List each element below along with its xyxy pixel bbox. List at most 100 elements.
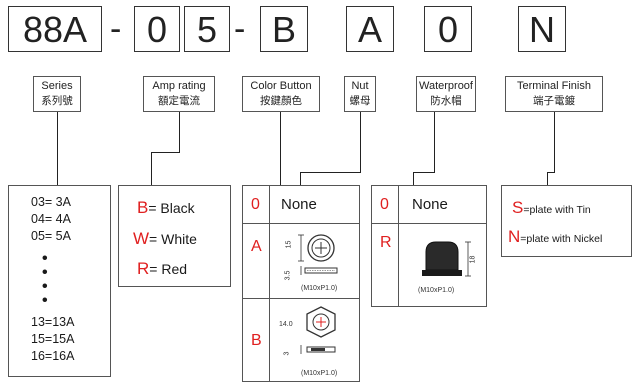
connector-line: [554, 112, 555, 172]
nut-b-dim-thickness: 3: [283, 351, 291, 356]
nut-panel: 0 None A 15 3.5 (M10xP1.0) B 14.0: [242, 185, 360, 382]
color-header-cn: 按鍵顏色: [260, 95, 302, 107]
series-header: Series 系列號: [33, 76, 81, 112]
connector-line: [300, 172, 301, 185]
code-amp1-box: 0: [134, 6, 180, 52]
color-option-panel: B= Black W= White R= Red: [118, 185, 231, 287]
code-terminal-box: N: [518, 6, 566, 52]
color-label: = White: [149, 231, 197, 247]
code-dash: -: [234, 10, 246, 48]
nut-code-0: 0: [251, 196, 260, 213]
amp-header: Amp rating 額定電流: [143, 76, 215, 112]
color-label: = Red: [149, 261, 188, 277]
connector-line: [57, 112, 58, 140]
nut-code-b: B: [251, 332, 262, 349]
ellipsis-dot: •: [42, 250, 48, 267]
waterproof-header: Waterproof 防水帽: [416, 76, 476, 112]
connector-line: [547, 172, 555, 173]
connector-line: [151, 152, 180, 153]
connector-line: [151, 152, 152, 185]
terminal-option-tin: S=plate with Tin: [512, 198, 591, 218]
connector-line: [547, 172, 548, 185]
nut-none-label: None: [281, 196, 317, 213]
series-item: 16=16A: [31, 349, 75, 363]
series-item: 15=15A: [31, 332, 75, 346]
connector-line: [179, 112, 180, 152]
nut-b-dim-width: 14.0: [279, 321, 293, 328]
waterproof-header-cn: 防水帽: [430, 95, 462, 107]
series-item: 04= 4A: [31, 212, 71, 226]
terminal-header-en: Terminal Finish: [517, 80, 591, 92]
nut-b-drawing: [271, 300, 359, 379]
nut-header-en: Nut: [351, 80, 369, 92]
nut-b-caption: (M10xP1.0): [301, 370, 338, 377]
waterproof-cap-icon: [422, 241, 471, 277]
nut-a-dim-height: 15: [285, 240, 293, 249]
waterproof-caption: (M10xP1.0): [418, 287, 455, 294]
ellipsis-dot: •: [42, 292, 48, 309]
series-list-bottom: 13=13A 15=15A 16=16A: [31, 314, 74, 365]
waterproof-header-en: Waterproof: [418, 80, 473, 92]
connector-line: [413, 172, 435, 173]
code-dash: -: [110, 10, 122, 48]
connector-line: [300, 172, 361, 173]
code-waterproof-box: 0: [424, 6, 472, 52]
color-header: Color Button 按鍵顏色: [242, 76, 320, 112]
color-label: = Black: [148, 200, 195, 216]
color-code: R: [137, 259, 150, 278]
code-nut-box: A: [346, 6, 394, 52]
series-list-top: 03= 3A 04= 4A 05= 5A: [31, 194, 71, 245]
color-code: B: [137, 198, 149, 217]
color-code: W: [133, 229, 150, 248]
connector-line: [434, 112, 435, 172]
nut-b-icon: [300, 306, 336, 354]
nut-header: Nut 螺母: [344, 76, 376, 112]
connector-line: [57, 140, 58, 185]
code-amp2-box: 5: [184, 6, 230, 52]
color-header-en: Color Button: [250, 80, 312, 92]
series-item: 13=13A: [31, 315, 75, 329]
ellipsis-dot: •: [42, 278, 48, 295]
nut-a-caption: (M10xP1.0): [301, 285, 338, 292]
waterproof-dim-height: 18: [469, 255, 477, 264]
waterproof-cap-drawing: [412, 236, 482, 291]
series-item: 05= 5A: [31, 229, 71, 243]
waterproof-divider: [398, 186, 399, 306]
series-panel: 03= 3A 04= 4A 05= 5A • • • • 13=13A 15=1…: [8, 185, 111, 377]
code-series-box: 88A: [8, 6, 102, 52]
nut-a-icon: [298, 234, 338, 275]
series-header-en: Series: [41, 80, 73, 92]
connector-line: [280, 112, 281, 185]
terminal-header: Terminal Finish 端子電鍍: [505, 76, 603, 112]
color-option-white: W= White: [133, 229, 197, 249]
waterproof-code-0: 0: [380, 196, 389, 213]
terminal-code: S: [512, 198, 524, 217]
series-header-cn: 系列號: [41, 95, 73, 107]
nut-divider: [243, 298, 359, 299]
series-item: 03= 3A: [31, 195, 71, 209]
code-color-box: B: [260, 6, 308, 52]
nut-divider: [243, 223, 359, 224]
ellipsis-dot: •: [42, 264, 48, 281]
connector-line: [360, 112, 361, 172]
waterproof-none-label: None: [412, 196, 448, 213]
waterproof-code-r: R: [380, 234, 392, 251]
amp-header-en: Amp rating: [152, 80, 206, 92]
terminal-panel: S=plate with Tin N=plate with Nickel: [501, 185, 632, 257]
series-ellipsis: • • • •: [42, 250, 48, 309]
nut-header-cn: 螺母: [349, 95, 371, 107]
terminal-label: =plate with Nickel: [520, 233, 603, 245]
nut-a-dim-thickness: 3.5: [284, 270, 292, 281]
terminal-code: N: [508, 227, 521, 246]
connector-line: [413, 172, 414, 185]
terminal-option-nickel: N=plate with Nickel: [508, 227, 602, 247]
terminal-header-cn: 端子電鍍: [533, 95, 575, 107]
color-option-black: B= Black: [137, 198, 195, 218]
nut-a-drawing: [271, 224, 359, 303]
waterproof-divider: [372, 223, 486, 224]
amp-header-cn: 額定電流: [158, 95, 200, 107]
nut-code-a: A: [251, 238, 262, 255]
nut-divider: [269, 186, 270, 381]
waterproof-panel: 0 None R 18 (M10xP1.0): [371, 185, 487, 307]
terminal-label: =plate with Tin: [523, 204, 591, 216]
